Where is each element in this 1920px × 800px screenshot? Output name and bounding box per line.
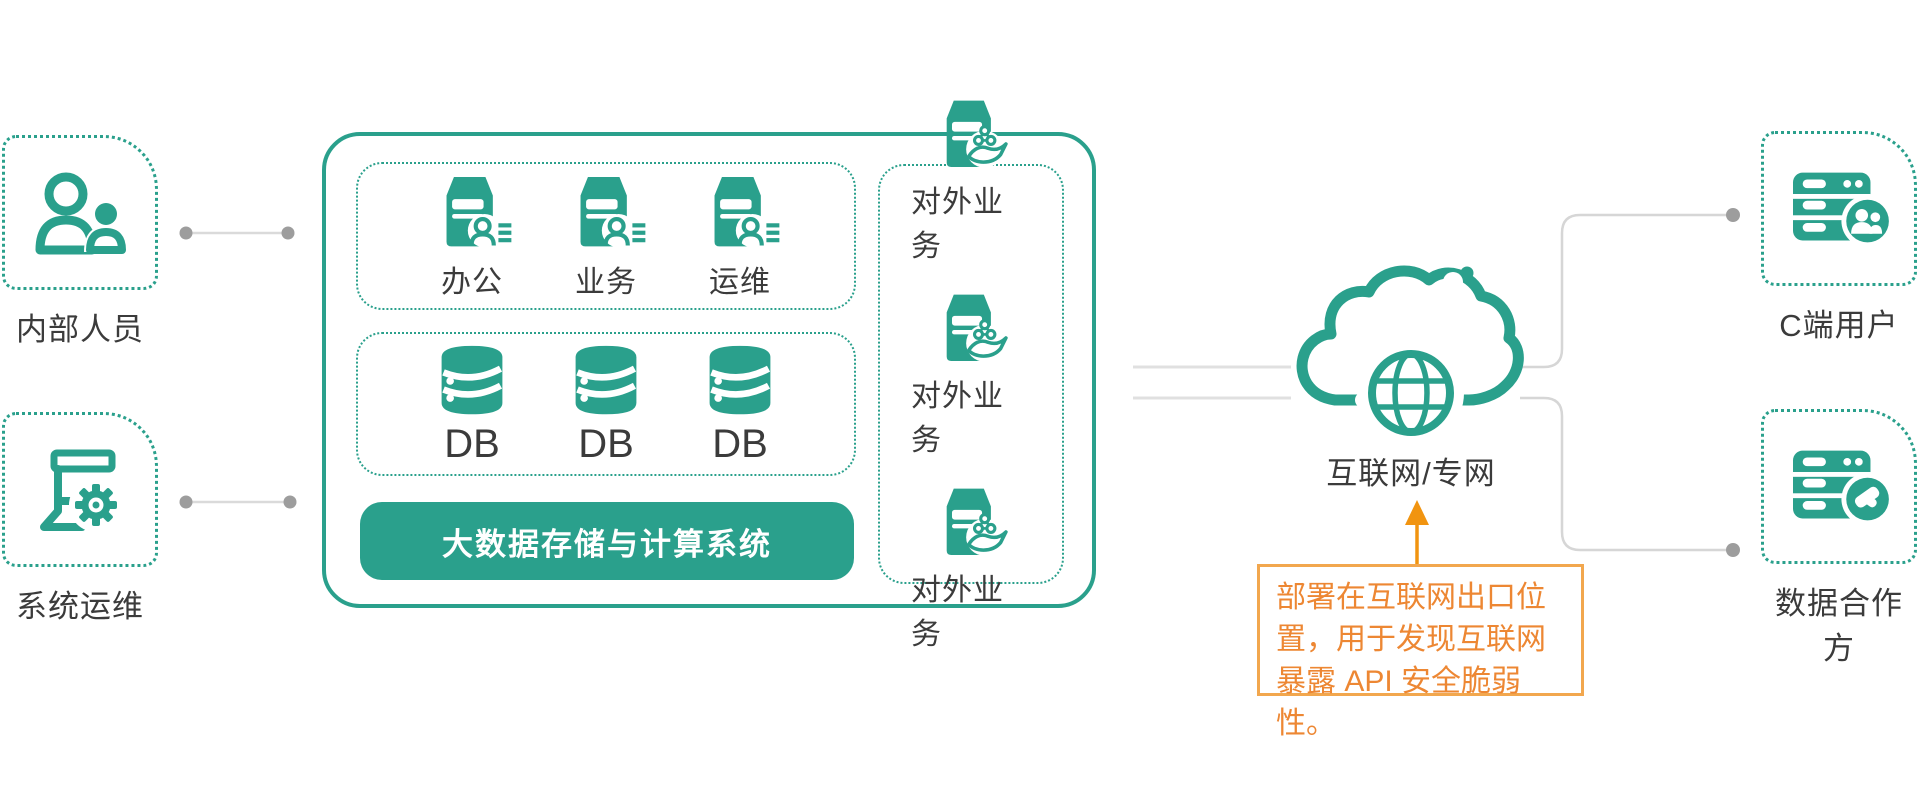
database-icon [702, 342, 778, 420]
external-server-1-label: 对外业务 [911, 186, 1004, 263]
bigdata-system-banner: 大数据存储与计算系统 [360, 502, 854, 580]
c-end-users-label: C端用户 [1779, 308, 1899, 343]
system-ops-label: 系统运维 [16, 589, 144, 624]
database-3: DB [680, 342, 800, 467]
server-rack-partner-icon [1783, 441, 1895, 533]
c-end-users-box [1761, 131, 1917, 286]
system-ops-gear-icon [30, 445, 130, 535]
data-partner-label: 数据合作方 [1775, 586, 1903, 666]
external-server-3: 对外业务 [911, 483, 1031, 653]
database-3-label: DB [712, 421, 768, 466]
external-server-1: 对外业务 [911, 95, 1031, 265]
external-server-3-label: 对外业务 [911, 574, 1004, 651]
external-server-2: 对外业务 [911, 289, 1031, 459]
people-icon [30, 168, 130, 258]
platform-box: 办公 业务 运维 DB DB DB [322, 132, 1096, 651]
external-server-2-label: 对外业务 [911, 380, 1004, 457]
server-user-icon [696, 171, 784, 257]
database-2-label: DB [578, 421, 634, 466]
server-office: 办公 [412, 171, 532, 301]
server-share-icon [929, 483, 1013, 565]
api-security-callout: 部署在互联网出口位置，用于发现互联网暴露 API 安全脆弱性。 [1257, 564, 1584, 740]
system-ops-box [2, 412, 158, 567]
cloud-globe-icon [1293, 250, 1528, 455]
server-office-label: 办公 [441, 266, 503, 299]
server-user-icon [428, 171, 516, 257]
external-business-zone: 对外业务 对外业务 对外业务 [878, 164, 1064, 651]
data-partner-box [1761, 409, 1917, 564]
database-icon [434, 342, 510, 420]
database-1-label: DB [444, 421, 500, 466]
database-2: DB [546, 342, 666, 467]
server-share-icon [929, 95, 1013, 177]
up-arrow-icon [1405, 500, 1429, 566]
server-business: 业务 [546, 171, 666, 301]
network-label: 互联网/专网 [1326, 456, 1496, 491]
internal-staff-box [2, 135, 158, 290]
server-business-label: 业务 [575, 266, 637, 299]
server-rack-users-icon [1783, 163, 1895, 255]
database-zone: DB DB DB [356, 332, 856, 476]
server-ops-label: 运维 [709, 266, 771, 299]
internal-staff-label: 内部人员 [16, 312, 144, 347]
server-ops: 运维 [680, 171, 800, 301]
node-internal-staff: 内部人员 [2, 135, 158, 349]
database-1: DB [412, 342, 532, 467]
node-data-partner: 数据合作方 [1761, 409, 1917, 668]
node-system-ops: 系统运维 [2, 412, 158, 626]
node-c-end-users: C端用户 [1761, 131, 1917, 345]
server-share-icon [929, 289, 1013, 371]
office-servers-zone: 办公 业务 运维 [356, 162, 856, 310]
database-icon [568, 342, 644, 420]
server-user-icon [562, 171, 650, 257]
